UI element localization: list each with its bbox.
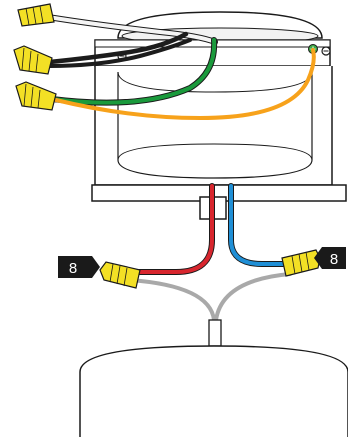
bracket-screw-right [321, 46, 331, 56]
gray-wires [128, 272, 292, 322]
red-wire [135, 183, 215, 275]
wire-nut-top-green [15, 81, 57, 111]
wire-nut-top-white [17, 3, 55, 27]
motor-housing [91, 66, 347, 220]
blue-wire [228, 183, 291, 267]
black-wire [47, 31, 192, 68]
callout-left-number: 8 [69, 260, 77, 277]
callout-right: 8 [314, 247, 346, 269]
light-kit-housing [79, 345, 348, 437]
callout-left: 8 [58, 256, 100, 278]
white-wire [39, 13, 218, 45]
orange-wire [54, 48, 316, 121]
light-kit-stem [208, 319, 222, 347]
callout-right-number: 8 [330, 251, 338, 268]
wire-nut-right [281, 249, 321, 277]
green-ground-wire [49, 37, 218, 106]
wire-nut-left [99, 261, 141, 289]
wire-nut-top-black [13, 45, 53, 75]
